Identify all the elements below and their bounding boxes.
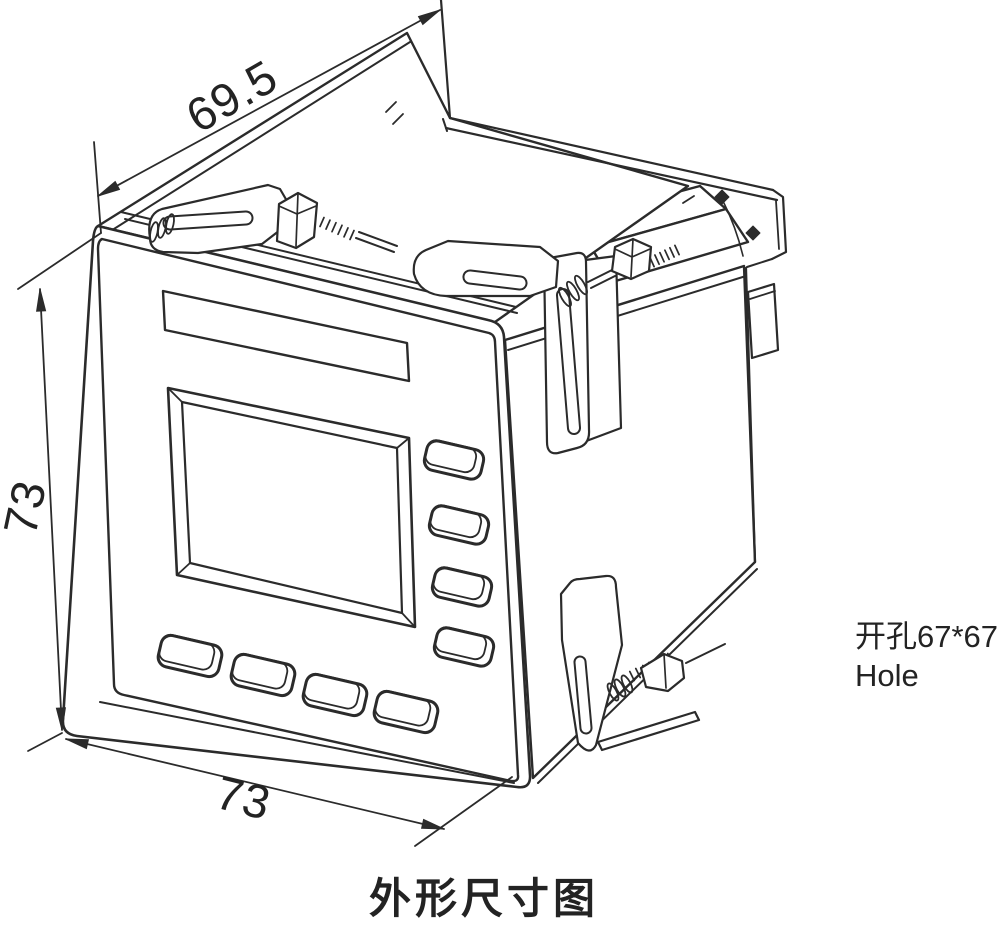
hole-note: 开孔67*67 Hole [855,619,998,693]
clamp-hook [559,574,624,752]
bezel-front-face [96,237,520,783]
extension-line [27,732,63,752]
pin-diamond-icon [745,225,761,241]
dimension-line [97,9,441,197]
mounting-clip-top [148,183,398,255]
meter-body [61,31,788,789]
screw-collar-rings [558,286,572,308]
arrowhead-icon [97,180,121,197]
screw-thread [319,216,355,241]
function-button [432,626,496,668]
function-button [430,566,494,608]
dimension-line [65,738,445,830]
spring-wire [722,200,744,257]
arrowhead-icon [417,9,441,26]
rear-flange [442,116,788,268]
screw-shaft [685,643,726,664]
dim-height-value: 73 [0,475,56,539]
pin-diamond-icon [714,189,730,205]
function-button [229,652,297,698]
screw-collar-rings [620,674,634,694]
function-button [422,439,486,481]
screw-collar-rings [574,274,588,296]
extension-line [414,776,513,847]
extension-line [17,232,102,290]
dimension-line [39,288,63,731]
clip-foot [596,710,701,752]
dim-width-value: 73 [211,765,276,830]
function-button [427,504,491,546]
arrowhead-icon [36,288,47,312]
clip-slot [162,210,254,231]
clip-plate [412,239,560,298]
screw-thread [649,244,680,268]
hook-slot [556,288,581,435]
screw-collar-rings [613,678,627,698]
mounting-clip-right [412,237,680,455]
dim-height: 73 [0,232,102,752]
front-bezel [61,224,532,789]
extension-line [93,141,102,234]
hole-note-cn: 开孔67*67 [855,619,998,654]
extension-line [439,0,452,120]
arrowhead-icon [55,707,66,731]
screw-collar-rings [566,280,580,302]
screw-shaft [587,269,616,289]
button-column [422,439,496,668]
screw-collar-rings [165,213,175,235]
hook-slot [573,655,593,735]
dim-width: 73 [65,738,513,847]
screw-collar-rings [606,682,620,702]
arrowhead-icon [420,818,445,830]
screw-shaft [355,231,398,253]
hole-note-en: Hole [855,658,919,693]
mounting-clip-bottom [559,574,726,752]
function-button [301,672,369,718]
function-button [372,689,440,735]
rear-tab [746,282,780,360]
drawing-caption: 外形尺寸图 [369,875,599,922]
arrowhead-icon [65,738,90,750]
lcd-window [166,386,417,629]
clip-slot [462,269,528,291]
button-row [156,633,440,735]
function-button [156,633,224,679]
label-window [161,289,411,383]
